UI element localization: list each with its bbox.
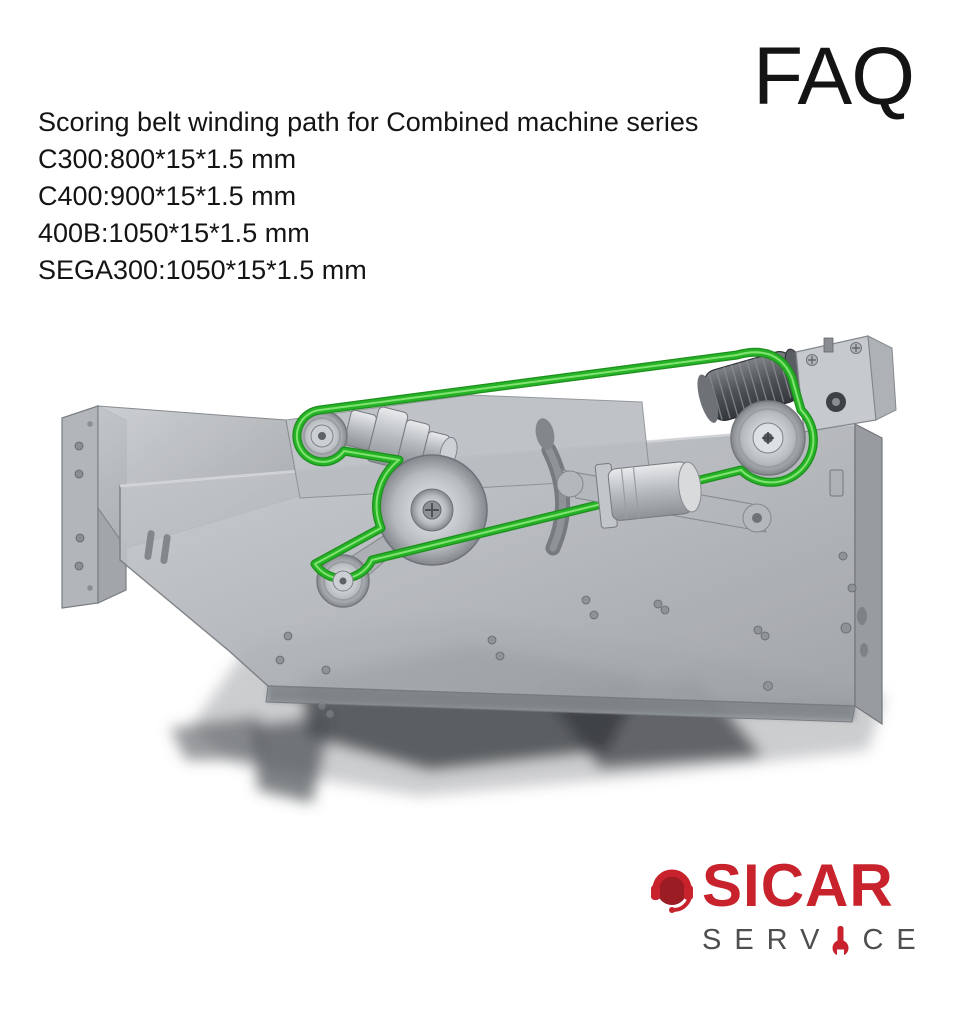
curved-slot	[535, 418, 571, 556]
page-title: Scoring belt winding path for Combined m…	[38, 107, 699, 137]
spec-line-c300: C300:800*15*1.5 mm	[38, 144, 297, 174]
spec-line-400b: 400B:1050*15*1.5 mm	[38, 218, 310, 248]
sicar-service-line: SERV CE	[702, 924, 918, 957]
right-side-panel	[854, 423, 883, 726]
spec-line-c400: C400:900*15*1.5 mm	[38, 181, 297, 211]
top-right-bracket	[795, 335, 897, 433]
sicar-brand-text: SICAR	[702, 852, 894, 919]
plate-holes	[275, 551, 857, 719]
sicar-logo: SICAR SERV CE	[648, 856, 918, 957]
sicar-logo-row: SICAR	[648, 856, 918, 916]
wrench-icon	[832, 925, 849, 957]
service-text-left: SERV	[702, 924, 833, 956]
pulley-hubs	[310, 422, 784, 592]
idler-cylinder	[594, 461, 702, 529]
service-text-right: CE	[862, 924, 929, 956]
spec-line-sega300: SEGA300:1050*15*1.5 mm	[38, 255, 367, 285]
machine-diagram	[61, 335, 897, 803]
intro-text-block: Scoring belt winding path for Combined m…	[38, 104, 698, 289]
faq-heading: FAQ	[752, 31, 915, 122]
sicar-brand-icon	[651, 869, 693, 913]
